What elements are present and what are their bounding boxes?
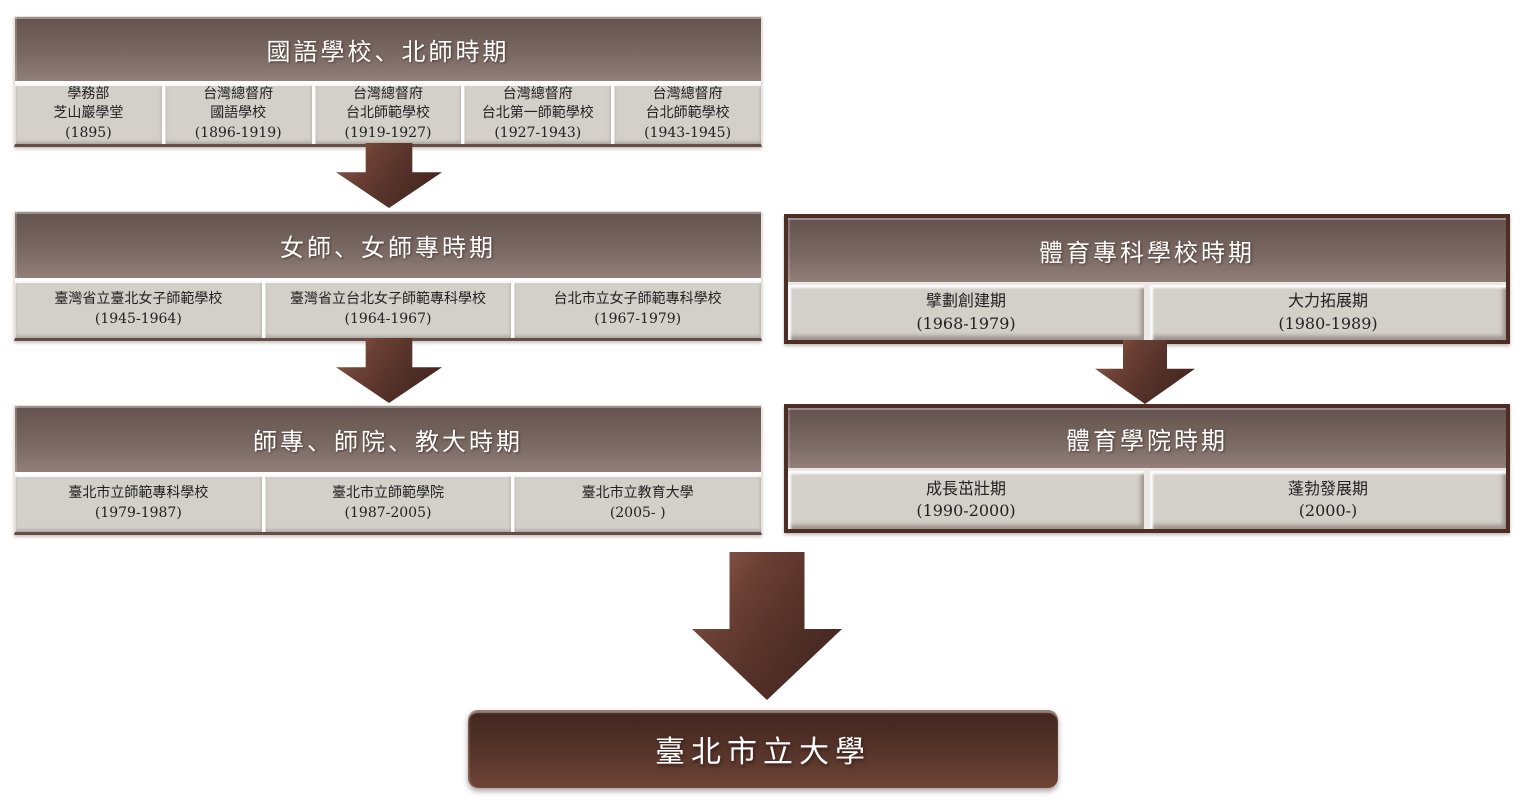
- period-group-physical-education-institute: 體育學院時期 成長茁壯期 (1990-2000) 蓬勃發展期 (2000-): [784, 404, 1510, 533]
- period-header: 國語學校、北師時期: [15, 17, 761, 81]
- down-arrow-icon: [1095, 340, 1195, 404]
- period-group-womens-normal-school: 女師、女師專時期 臺灣省立臺北女子師範學校 (1945-1964) 臺灣省立台北…: [14, 211, 762, 341]
- era-years: (1967-1979): [594, 310, 682, 327]
- era-item: 台灣總督府 台北師範學校 (1943-1945): [614, 84, 761, 144]
- era-name-line1: 擘劃創建期: [925, 291, 1006, 311]
- era-name-line1: 台灣總督府: [352, 86, 423, 103]
- era-years: (1896-1919): [194, 124, 282, 141]
- era-years: (1990-2000): [916, 501, 1016, 520]
- era-item: 成長茁壯期 (1990-2000): [788, 471, 1144, 529]
- era-name-line1: 台北市立女子師範專科學校: [553, 291, 722, 308]
- era-name-line2: 台北師範學校: [645, 105, 730, 122]
- era-item: 台北市立女子師範專科學校 (1967-1979): [514, 281, 762, 338]
- era-name-line2: 台北第一師範學校: [481, 105, 594, 122]
- era-row: 學務部 芝山巖學堂 (1895) 台灣總督府 國語學校 (1896-1919) …: [15, 81, 761, 144]
- era-years: (2005- ): [609, 504, 666, 521]
- period-title: 體育學院時期: [1066, 426, 1228, 455]
- era-name-line1: 臺北市立師範學院: [332, 485, 444, 502]
- era-item: 臺北市立師範學院 (1987-2005): [264, 475, 512, 532]
- era-item: 臺北市立師範專科學校 (1979-1987): [15, 475, 262, 532]
- era-years: (1987-2005): [344, 504, 432, 521]
- era-years: (1945-1964): [94, 310, 182, 327]
- era-row: 擘劃創建期 (1968-1979) 大力拓展期 (1980-1989): [788, 282, 1506, 340]
- era-years: (1895): [65, 124, 112, 141]
- era-name-line1: 台灣總督府: [652, 86, 723, 103]
- era-years: (1979-1987): [94, 504, 182, 521]
- era-item: 大力拓展期 (1980-1989): [1150, 285, 1506, 340]
- era-name-line1: 學務部: [67, 86, 110, 103]
- period-group-physical-education-college: 體育專科學校時期 擘劃創建期 (1968-1979) 大力拓展期 (1980-1…: [784, 214, 1510, 344]
- era-item: 擘劃創建期 (1968-1979): [788, 285, 1144, 340]
- era-name-line1: 成長茁壯期: [925, 478, 1006, 498]
- period-header: 女師、女師專時期: [15, 212, 761, 278]
- period-header: 體育專科學校時期: [788, 218, 1506, 282]
- era-item: 學務部 芝山巖學堂 (1895): [15, 84, 162, 144]
- period-title: 女師、女師專時期: [280, 233, 496, 262]
- era-name-line1: 臺灣省立台北女子師範專科學校: [290, 291, 486, 308]
- era-years: (1919-1927): [344, 124, 432, 141]
- era-row: 臺北市立師範專科學校 (1979-1987) 臺北市立師範學院 (1987-20…: [15, 472, 762, 532]
- era-name-line1: 臺北市立師範專科學校: [68, 485, 209, 502]
- era-item: 台灣總督府 台北師範學校 (1919-1927): [314, 84, 462, 144]
- era-row: 臺灣省立臺北女子師範學校 (1945-1964) 臺灣省立台北女子師範專科學校 …: [15, 278, 762, 338]
- down-arrow-icon: [336, 143, 442, 208]
- era-name-line1: 大力拓展期: [1287, 291, 1368, 311]
- period-title: 國語學校、北師時期: [266, 37, 510, 66]
- era-name-line2: 芝山巖學堂: [53, 105, 124, 122]
- era-name-line1: 臺灣省立臺北女子師範學校: [54, 291, 223, 308]
- merge-down-arrow-icon: [692, 552, 842, 700]
- era-years: (1943-1945): [644, 124, 732, 141]
- era-years: (1964-1967): [344, 310, 432, 327]
- period-group-national-language-school: 國語學校、北師時期 學務部 芝山巖學堂 (1895) 台灣總督府 國語學校 (1…: [14, 16, 762, 147]
- era-name-line2: 國語學校: [210, 105, 267, 122]
- era-years: (1968-1979): [916, 313, 1016, 333]
- era-name-line2: 台北師範學校: [345, 105, 430, 122]
- era-years: (2000-): [1298, 501, 1358, 520]
- period-group-teachers-college: 師專、師院、教大時期 臺北市立師範專科學校 (1979-1987) 臺北市立師範…: [14, 405, 762, 535]
- university-box: 臺北市立大學: [468, 710, 1058, 788]
- era-item: 台灣總督府 國語學校 (1896-1919): [164, 84, 312, 144]
- era-item: 台灣總督府 台北第一師範學校 (1927-1943): [464, 84, 612, 144]
- era-row: 成長茁壯期 (1990-2000) 蓬勃發展期 (2000-): [788, 468, 1506, 529]
- era-years: (1927-1943): [494, 124, 582, 141]
- era-item: 臺北市立教育大學 (2005- ): [514, 475, 762, 532]
- era-item: 臺灣省立台北女子師範專科學校 (1964-1967): [264, 281, 512, 338]
- era-name-line1: 臺北市立教育大學: [581, 485, 694, 502]
- era-years: (1980-1989): [1278, 313, 1378, 333]
- era-item: 蓬勃發展期 (2000-): [1150, 471, 1506, 529]
- period-header: 師專、師院、教大時期: [15, 406, 761, 472]
- university-name: 臺北市立大學: [655, 735, 871, 770]
- era-name-line1: 蓬勃發展期: [1287, 478, 1368, 498]
- down-arrow-icon: [336, 338, 442, 403]
- period-title: 體育專科學校時期: [1039, 238, 1255, 267]
- era-name-line1: 台灣總督府: [203, 86, 274, 103]
- era-item: 臺灣省立臺北女子師範學校 (1945-1964): [15, 281, 262, 338]
- era-name-line1: 台灣總督府: [502, 86, 573, 103]
- period-title: 師專、師院、教大時期: [253, 427, 523, 456]
- period-header: 體育學院時期: [788, 408, 1506, 468]
